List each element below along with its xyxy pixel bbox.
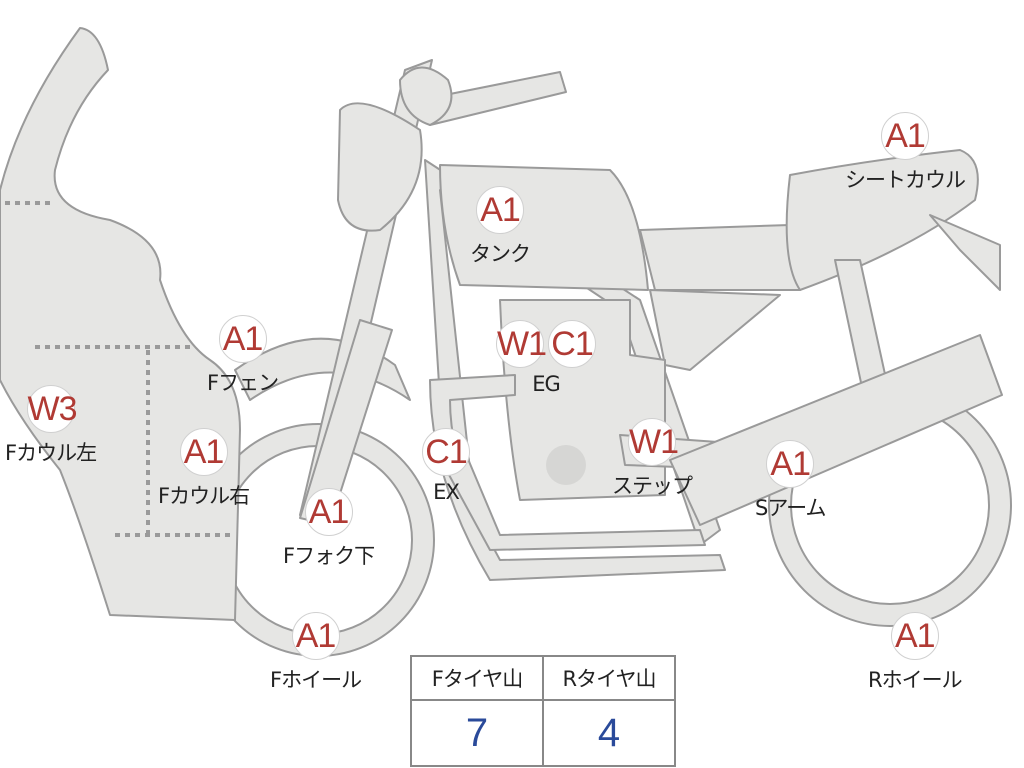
part-f-cowl-right: A1 Fカウル右 <box>158 428 250 510</box>
front-tire-tread-value: 7 <box>410 699 544 767</box>
part-label: Fフォク下 <box>283 544 375 568</box>
part-label: シートカウル <box>845 168 966 192</box>
part-label: EX <box>433 480 460 504</box>
part-f-wheel: A1 Fホイール <box>270 612 362 694</box>
part-label: Sアーム <box>755 496 826 520</box>
part-label: Fカウル左 <box>5 441 97 465</box>
part-exhaust: C1 EX <box>422 428 470 504</box>
grade-badge: C1 <box>548 320 596 368</box>
part-seat-cowl: A1 シートカウル <box>845 112 966 194</box>
grade-badge: A1 <box>476 186 524 234</box>
rear-tire-tread-value: 4 <box>542 699 676 767</box>
grade-pair: W1 C1 <box>496 320 596 368</box>
grade-badge: C1 <box>422 428 470 476</box>
tire-tread-table: Fタイヤ山 Rタイヤ山 7 4 <box>410 655 676 767</box>
grade-badge: A1 <box>890 612 939 660</box>
grade-badge: W3 <box>26 385 78 433</box>
part-label: Rホイール <box>868 668 963 692</box>
grade-badge: A1 <box>304 488 353 536</box>
part-engine: W1 C1 EG <box>496 320 596 396</box>
part-label: Fフェン <box>207 371 279 395</box>
part-label: Fホイール <box>270 668 362 692</box>
grade-badge: W1 <box>628 418 679 466</box>
part-f-cowl-left: W3 Fカウル左 <box>5 385 97 467</box>
part-tank: A1 タンク <box>470 186 531 268</box>
part-f-fender: A1 Fフェン <box>207 315 279 397</box>
grade-badge: A1 <box>766 440 815 488</box>
part-swing-arm: A1 Sアーム <box>755 440 826 522</box>
part-label: EG <box>532 372 561 396</box>
headlight-shape <box>337 102 423 232</box>
front-tire-tread-header: Fタイヤ山 <box>410 655 544 701</box>
part-label: タンク <box>470 242 531 266</box>
front-cowl-shape <box>0 27 241 621</box>
grade-badge: A1 <box>218 315 267 363</box>
part-step: W1 ステップ <box>612 418 693 500</box>
part-label: ステップ <box>612 474 693 498</box>
part-f-fork-lower: A1 Fフォク下 <box>283 488 375 570</box>
seat-cowl-shape <box>785 149 979 291</box>
grade-badge: A1 <box>291 612 340 660</box>
seat-shape <box>639 224 801 291</box>
part-label: Fカウル右 <box>158 484 250 508</box>
part-r-wheel: A1 Rホイール <box>868 612 963 694</box>
grade-badge: W1 <box>496 320 547 368</box>
grade-badge: A1 <box>179 428 228 476</box>
grade-badge: A1 <box>881 112 929 160</box>
swing-arm-shape <box>669 334 1003 526</box>
rear-tire-tread-header: Rタイヤ山 <box>542 655 676 701</box>
